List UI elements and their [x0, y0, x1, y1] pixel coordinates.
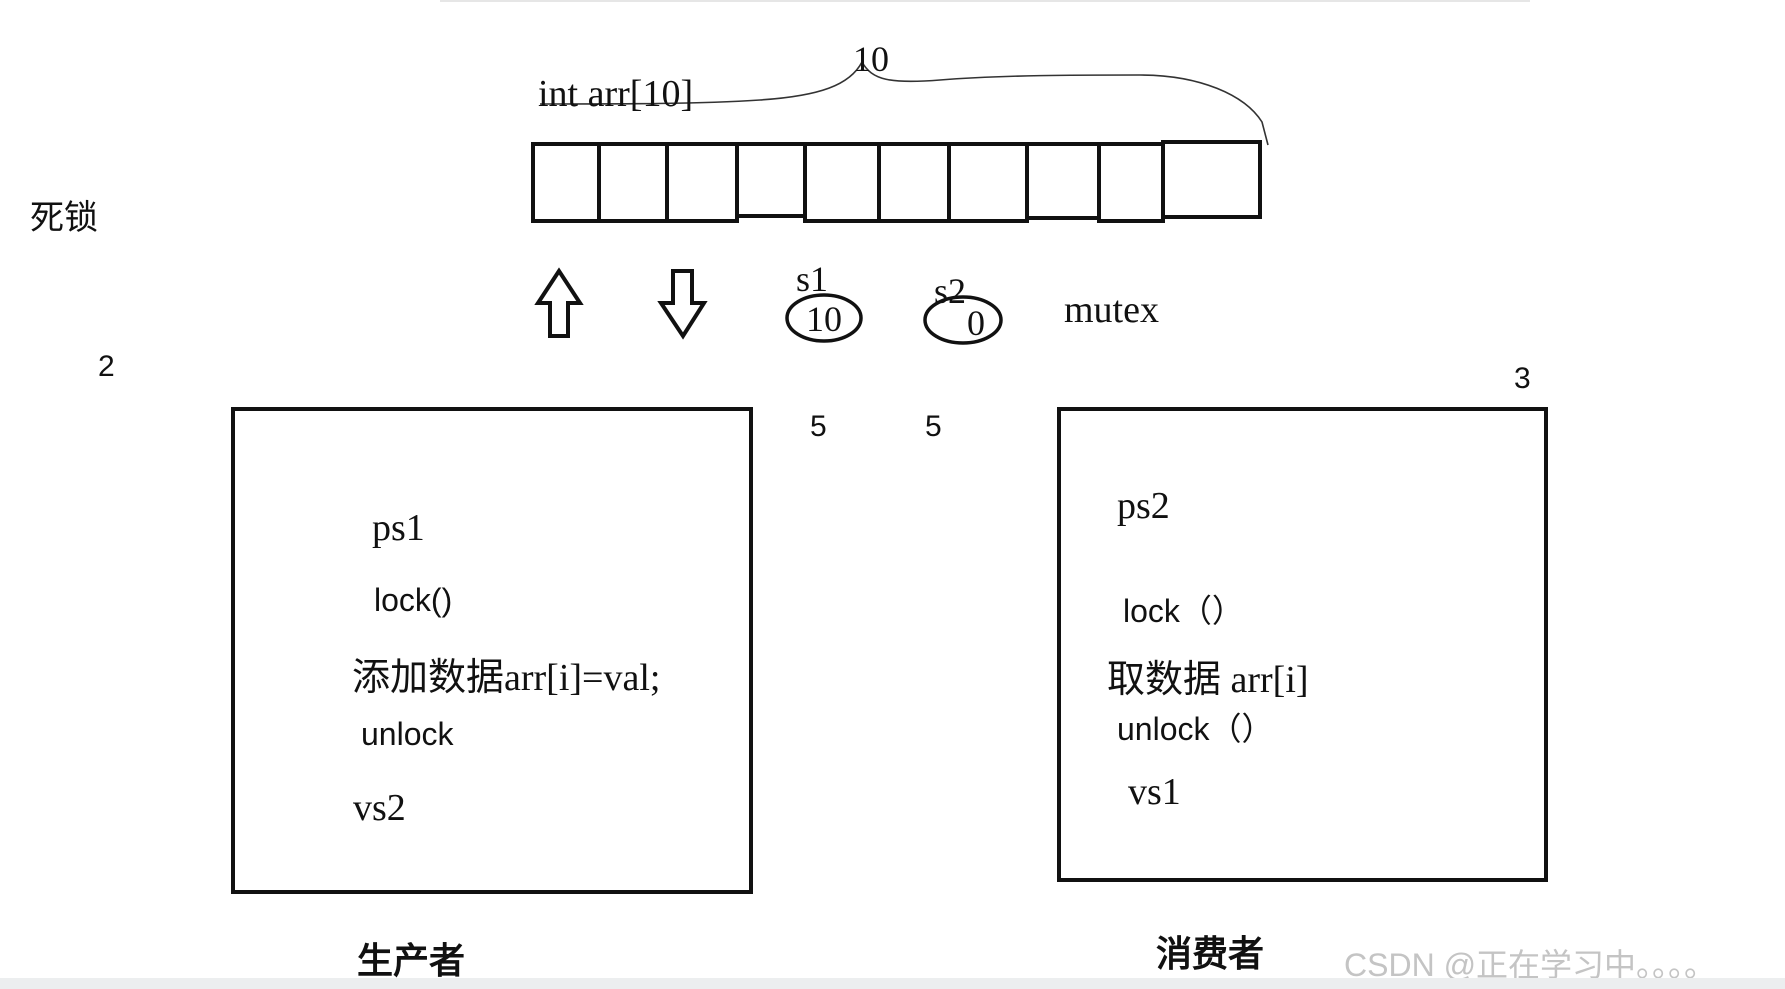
array-size-label: 10: [853, 39, 889, 79]
producer-caption: 生产者: [357, 940, 466, 981]
bottom-scroll-strip: [0, 978, 1785, 989]
array-cell: [1097, 142, 1165, 223]
producer-line: 添加数据arr[i]=val;: [352, 657, 661, 699]
s2-oval: [923, 295, 1003, 345]
array-cell: [597, 142, 669, 223]
producer-box: [231, 407, 753, 894]
array-cell: [803, 142, 881, 223]
array-cell: [877, 142, 951, 223]
producer-line: lock(): [374, 582, 453, 618]
mutex-label: mutex: [1064, 289, 1159, 331]
array-cell: [665, 142, 739, 223]
consumer-line: ps2: [1117, 485, 1170, 527]
csdn-watermark: CSDN @正在学习中。。。。: [1344, 947, 1717, 983]
producer-line: unlock: [361, 716, 454, 752]
consumer-box: [1057, 407, 1548, 882]
array-label: int arr[10]: [538, 73, 694, 115]
number-right: 3: [1514, 362, 1531, 395]
array-cell: [735, 142, 807, 218]
consumer-line: 取数据 arr[i]: [1107, 659, 1309, 701]
array-cell: [1025, 142, 1101, 220]
array-cell: [947, 142, 1029, 223]
s2-label: s2: [934, 271, 967, 311]
down-arrow-icon: [657, 269, 708, 340]
producer-line: ps1: [372, 507, 425, 549]
s2-value: 0: [967, 303, 985, 343]
deadlock-title: 死锁: [30, 199, 98, 237]
consumer-line: vs1: [1128, 771, 1181, 813]
number-left: 2: [98, 350, 115, 383]
up-arrow-icon: [534, 267, 584, 338]
mid-number: 5: [925, 410, 942, 443]
s1-value: 10: [806, 299, 842, 339]
array-cell: [531, 142, 601, 223]
array-cells: [531, 140, 1262, 223]
s1-label: s1: [796, 259, 829, 299]
array-brace: [539, 60, 1269, 146]
mid-number: 5: [810, 410, 827, 443]
consumer-line: lock（）: [1123, 593, 1244, 629]
consumer-caption: 消费者: [1156, 933, 1265, 974]
producer-line: vs2: [353, 787, 406, 829]
top-divider: [440, 0, 1530, 2]
consumer-line: unlock（）: [1117, 711, 1274, 747]
s1-oval: [785, 293, 863, 343]
array-cell: [1161, 140, 1262, 219]
